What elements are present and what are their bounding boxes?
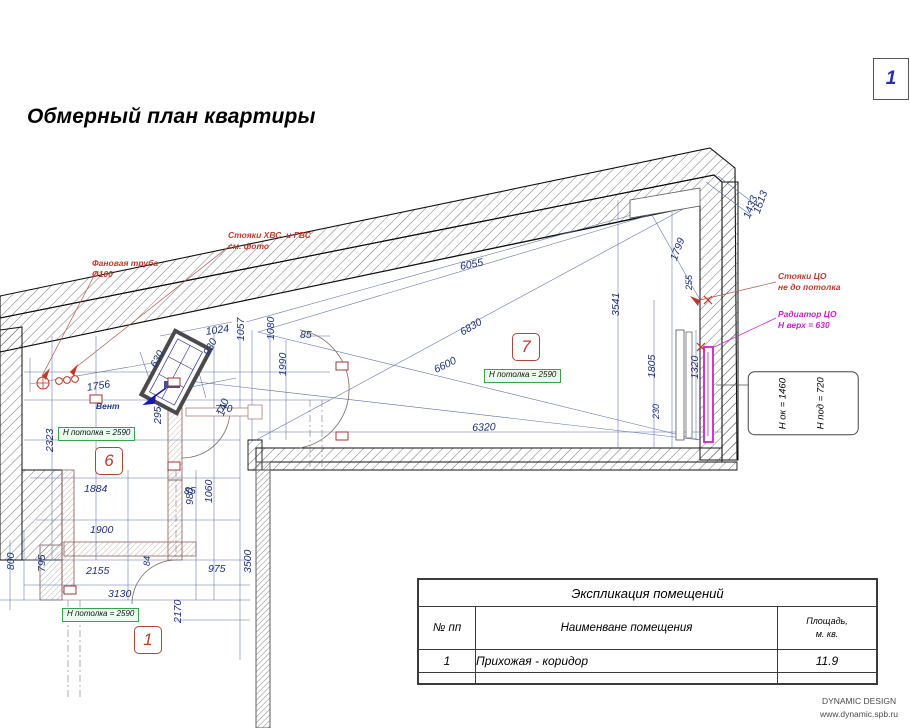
dimension-label: 1057: [235, 317, 247, 341]
annotation-stoyaki-co: Стояки ЦО не до потолка: [778, 271, 841, 292]
column-header-number: № пп: [418, 606, 476, 650]
column-header-name: Наименване помещения: [475, 606, 778, 650]
footer-website: www.dynamic.spb.ru: [820, 708, 898, 719]
footer-company: DYNAMIC DESIGN: [821, 696, 897, 707]
connector-marks: [63, 361, 349, 595]
dimension-label: 1320: [689, 355, 701, 379]
row-number-clipped: [418, 672, 476, 684]
table-title: Экспликация помещений: [418, 579, 877, 607]
annotation-radiator-co: Радиатор ЦО H верх = 630: [778, 309, 837, 330]
ceiling-room-1: H потолка = 2590: [62, 608, 140, 622]
riser-marks: [696, 295, 713, 352]
right-window-radiator: [675, 329, 714, 443]
dimension-label: 6320: [472, 421, 496, 434]
room-6-badge: 6: [95, 447, 123, 475]
table-header-row: № пп Наименване помещения Площадь, м. кв…: [418, 606, 877, 650]
table-title-row: Экспликация помещений: [418, 579, 877, 607]
page-number: 1: [885, 68, 897, 89]
area-header-line-1: Площадь,: [806, 615, 848, 626]
dimension-label: 2170: [172, 599, 184, 623]
dimension-label: 85: [184, 485, 196, 497]
annotation-fanovaya-truba: Фановая труба Ø100: [92, 258, 159, 279]
dimension-label: 1900: [90, 524, 114, 536]
row-name-clipped: [475, 672, 778, 684]
dimension-label: 84: [142, 555, 152, 566]
column-header-area: Площадь, м. кв.: [777, 606, 877, 650]
dimension-label: 230: [651, 403, 661, 419]
table-row-clipped: [418, 672, 877, 684]
dimension-label: 2323: [44, 428, 56, 452]
explication-table: Экспликация помещений № пп Наименване по…: [417, 578, 878, 685]
window-height-callout: H ок = 1460 H под = 720: [747, 371, 859, 436]
measure-bar: [185, 404, 263, 420]
page-number-box: 1: [873, 58, 909, 100]
dimension-label: 85: [300, 329, 312, 341]
row-area: 11.9: [777, 649, 877, 673]
annotation-vent: Вент: [96, 401, 120, 411]
dimension-label: 770: [215, 403, 233, 415]
dimension-label: 2155: [86, 565, 110, 577]
row-area-clipped: [777, 672, 877, 684]
callout-line-1: H ок = 1460: [777, 377, 789, 430]
door-swings: [131, 329, 350, 605]
dimension-label: 295: [152, 406, 164, 424]
dimension-label: 1884: [84, 483, 108, 495]
top-right-window: [629, 187, 701, 219]
dimension-label: 1990: [277, 352, 289, 376]
annotation-stoyaki-hvs-gvs: Стояки ХВС и ГВС см. фото: [228, 230, 311, 251]
callout-line-2: H под = 720: [815, 377, 827, 430]
row-number: 1: [418, 649, 476, 673]
dimension-label: 1805: [646, 354, 658, 378]
row-name: Прихожая - коридор: [475, 649, 778, 673]
dimension-label: 795: [36, 554, 48, 572]
room-7-badge: 7: [512, 333, 540, 361]
room-1-badge: 1: [134, 626, 162, 654]
footer: DYNAMIC DESIGN www.dynamic.spb.ru: [820, 695, 898, 720]
ceiling-room-6: H потолка = 2590: [58, 427, 136, 441]
dimension-label: 3541: [610, 292, 622, 316]
window-element: [138, 328, 214, 416]
dimension-label: 1080: [265, 316, 277, 340]
pipe-risers: [36, 375, 79, 390]
dimension-label: 255: [684, 274, 694, 290]
ceiling-room-7: H потолка = 2590: [484, 369, 562, 383]
dimension-label: 3130: [108, 588, 132, 600]
dimension-label: 1060: [203, 479, 215, 503]
dimension-label: 800: [5, 552, 17, 570]
area-header-line-2: м. кв.: [815, 629, 839, 639]
dimension-label: 980: [184, 487, 196, 505]
dimension-label: 3500: [242, 549, 254, 573]
page-title: Обмерный план квартиры: [27, 105, 316, 128]
table-row: 1 Прихожая - коридор 11.9: [418, 649, 877, 673]
dimension-label: 975: [208, 563, 226, 575]
